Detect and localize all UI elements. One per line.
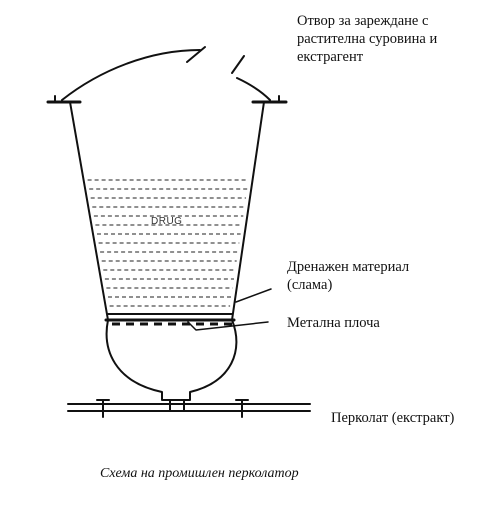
lower-chamber	[105, 319, 238, 401]
label-loading-opening: Отвор за зареждане с растителна суровина…	[297, 13, 438, 65]
body-wall-right	[231, 101, 265, 321]
opening-flap-upper	[186, 46, 206, 63]
drug-packing	[87, 179, 249, 307]
label-metal-plate: Метална плоча	[287, 315, 380, 331]
lid-left	[61, 49, 201, 101]
lid-right	[236, 77, 271, 101]
label-percolate: Перколат (екстракт)	[331, 410, 455, 426]
label-drug: DRUG	[151, 216, 183, 227]
leader-drainage	[235, 288, 272, 303]
diagram-caption: Схема на промишлен перколатор	[100, 466, 299, 481]
opening-flap-lower	[231, 55, 245, 74]
body-wall-left	[69, 101, 109, 321]
label-drainage-material: Дренажен материал (слама)	[287, 259, 410, 293]
leader-plate	[187, 321, 269, 331]
